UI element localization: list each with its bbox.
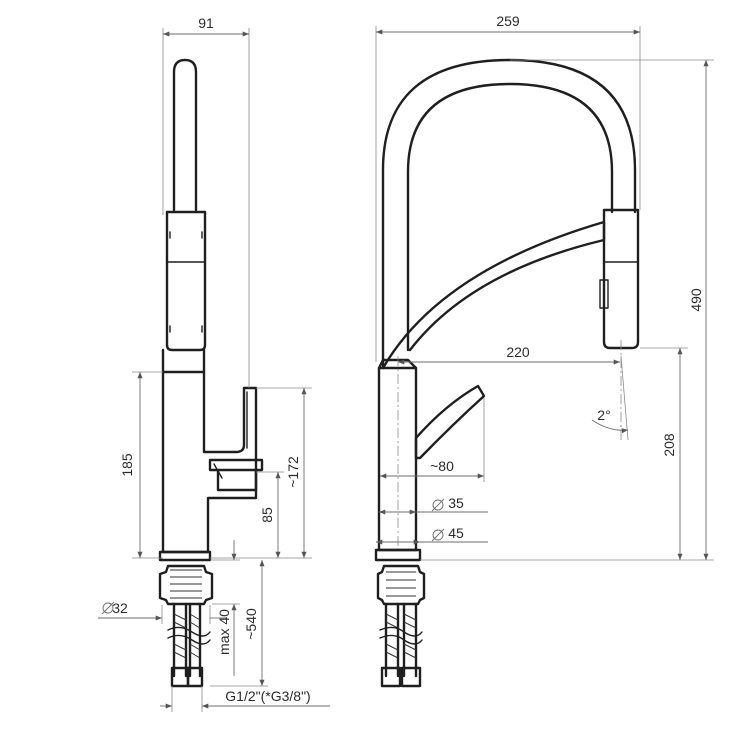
front-hoses xyxy=(379,602,423,688)
dim-hose-length: ~540 xyxy=(243,608,259,640)
dim-total-height: 490 xyxy=(688,288,704,312)
side-lever xyxy=(208,458,264,492)
dim-connection-thread: G1/2"(*G3/8") xyxy=(225,688,310,704)
front-lever xyxy=(414,384,486,460)
side-spray-head xyxy=(165,210,207,352)
side-hoses xyxy=(167,602,211,688)
dim-front-width: 259 xyxy=(496,13,520,29)
dim-base-diameter: 32 xyxy=(112,600,128,616)
front-gooseneck xyxy=(381,58,637,370)
dim-handle-height: 185 xyxy=(119,453,135,477)
front-dimensions: 259 490 208 220 2° ~80 35 45 xyxy=(375,13,714,561)
dim-lever-axis-height: 85 xyxy=(259,507,275,523)
front-spray-head xyxy=(602,208,640,350)
dim-outlet-height: 208 xyxy=(661,433,677,457)
dim-max-thickness: max 40 xyxy=(216,609,232,655)
side-view xyxy=(158,58,264,688)
front-mount-nut xyxy=(376,564,426,606)
front-body xyxy=(377,358,418,552)
side-body xyxy=(161,348,258,554)
dim-body-diameter: 35 xyxy=(448,495,464,511)
dim-lever-height: ~172 xyxy=(285,456,301,488)
side-mount-nut xyxy=(158,564,214,606)
dim-spout-reach: 220 xyxy=(506,344,530,360)
front-spout-arm xyxy=(381,220,606,370)
dim-spray-angle: 2° xyxy=(597,407,610,423)
dim-flange-diameter: 45 xyxy=(448,525,464,541)
side-wand xyxy=(172,58,198,212)
dim-lever-reach: ~80 xyxy=(430,458,454,474)
front-view xyxy=(374,58,640,688)
dim-side-width: 91 xyxy=(198,15,214,31)
side-flange xyxy=(158,550,212,562)
front-flange xyxy=(374,548,422,562)
side-dimensions: 91 185 ~172 85 32 max 40 ~540 G1/2"(*G3/… xyxy=(98,15,330,712)
